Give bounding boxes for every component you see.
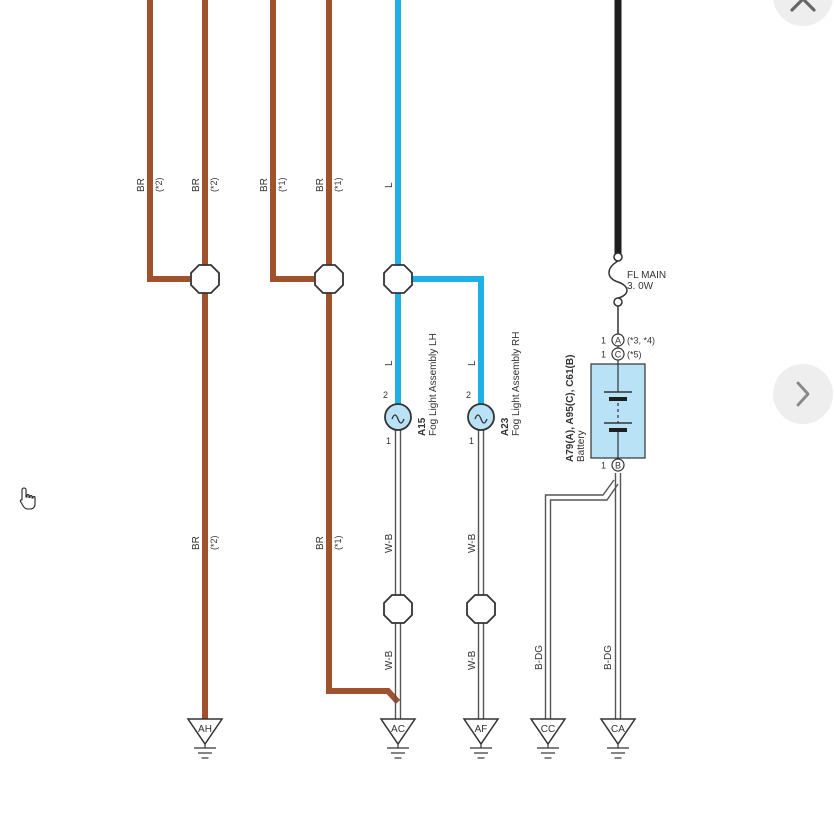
- wire-note: (*1): [333, 177, 343, 192]
- close-button[interactable]: [773, 0, 833, 26]
- battery-connector-a-label: A: [615, 336, 621, 346]
- wire-label: BR: [191, 536, 202, 550]
- junction: [466, 594, 496, 624]
- junction: [314, 264, 344, 294]
- wire-label: BR: [315, 178, 326, 192]
- battery: A C 1 1 (*3, *4) (*5) B 1 A79(A), A95(C)…: [565, 333, 655, 472]
- wire-note: (*2): [209, 177, 219, 192]
- battery-note-c: (*5): [627, 350, 642, 360]
- bdg-wire-group: [544, 473, 622, 720]
- ground-ac: AC: [379, 718, 417, 759]
- fog-rh-name: Fog Light Assembly RH: [511, 332, 522, 437]
- battery-note-a: (*3, *4): [627, 336, 655, 346]
- ground-symbol: [529, 718, 567, 746]
- wire-note: (*2): [209, 535, 219, 550]
- ground-label: AF: [475, 724, 488, 735]
- wire-note: (*1): [333, 535, 343, 550]
- wire-label: L: [467, 360, 478, 366]
- hand-pointer-icon: [18, 486, 38, 517]
- ground-ca: CA: [599, 718, 637, 759]
- wire-label: W-B: [467, 650, 478, 670]
- ground-symbol: [379, 718, 417, 746]
- ground-af: AF: [462, 718, 500, 759]
- battery-connector-c-label: C: [615, 350, 622, 360]
- next-button[interactable]: [773, 364, 833, 424]
- ground-group: AH AC AF CC CA: [186, 718, 637, 759]
- wire-label: W-B: [384, 650, 395, 670]
- ground-symbol: [462, 718, 500, 746]
- ground-label: CC: [541, 724, 555, 735]
- wire-label: B-DG: [534, 645, 545, 670]
- fog-lh-name: Fog Light Assembly LH: [428, 333, 439, 436]
- fuse-fl-main: FL MAIN 3. 0W: [608, 252, 666, 334]
- fuse-name: FL MAIN: [627, 270, 666, 281]
- battery-connector-b: [611, 458, 625, 472]
- brown-wire: [147, 0, 190, 282]
- fog-light-rh: 2 1 A23 Fog Light Assembly RH: [466, 332, 522, 447]
- ground-label: CA: [611, 724, 625, 735]
- brown-wire: [270, 0, 314, 282]
- battery-pin-a: 1: [601, 336, 606, 346]
- battery-name: Battery: [576, 430, 587, 462]
- brown-wire-group-x2: [147, 0, 208, 720]
- ground-cc: CC: [529, 718, 567, 759]
- wire-note: (*2): [154, 177, 164, 192]
- wire-label: L: [384, 360, 395, 366]
- junction: [190, 264, 220, 294]
- wire-note: (*1): [277, 177, 287, 192]
- wire-label: B-DG: [603, 645, 614, 670]
- battery-code: A79(A), A95(C), C61(B): [565, 355, 576, 462]
- fuse-rating: 3. 0W: [627, 281, 654, 292]
- battery-connector-b-label: B: [615, 461, 621, 471]
- junction: [383, 264, 413, 294]
- fog-rh-pin-bottom: 1: [469, 436, 474, 446]
- blue-wire-group: [395, 0, 484, 404]
- wire-label: BR: [191, 178, 202, 192]
- wire-label: L: [384, 182, 395, 188]
- wire-label: W-B: [467, 533, 478, 553]
- wire-label: W-B: [384, 533, 395, 553]
- battery-pin-c: 1: [601, 350, 606, 360]
- fog-light-lh: 2 1 A15 Fog Light Assembly LH: [383, 333, 439, 446]
- blue-wire: [412, 276, 484, 404]
- fog-lh-pin-bottom: 1: [386, 436, 391, 446]
- wb-wire-group: [394, 430, 485, 720]
- wire-label: BR: [136, 178, 147, 192]
- ground-ah: AH: [186, 718, 224, 759]
- ground-symbol: [599, 718, 637, 746]
- fog-rh-pin-top: 2: [466, 390, 471, 400]
- ground-label: AC: [391, 724, 405, 735]
- close-icon: [790, 0, 816, 12]
- wire-label: BR: [259, 178, 270, 192]
- junction: [383, 594, 413, 624]
- junction-group: [190, 264, 496, 624]
- fog-rh-code: A23: [500, 417, 511, 436]
- ground-symbol: [186, 718, 224, 746]
- battery-pin-b: 1: [601, 461, 606, 471]
- wire-label: BR: [315, 536, 326, 550]
- chevron-right-icon: [796, 381, 810, 407]
- ground-label: AH: [198, 724, 212, 735]
- wire-label-group: BR (*2) BR (*2) BR (*1) BR (*1) L L L BR…: [136, 177, 614, 670]
- fog-lh-pin-top: 2: [383, 390, 388, 400]
- brown-wire-group-x1: [270, 0, 401, 705]
- brown-wire: [326, 0, 401, 705]
- fog-lh-code: A15: [417, 417, 428, 436]
